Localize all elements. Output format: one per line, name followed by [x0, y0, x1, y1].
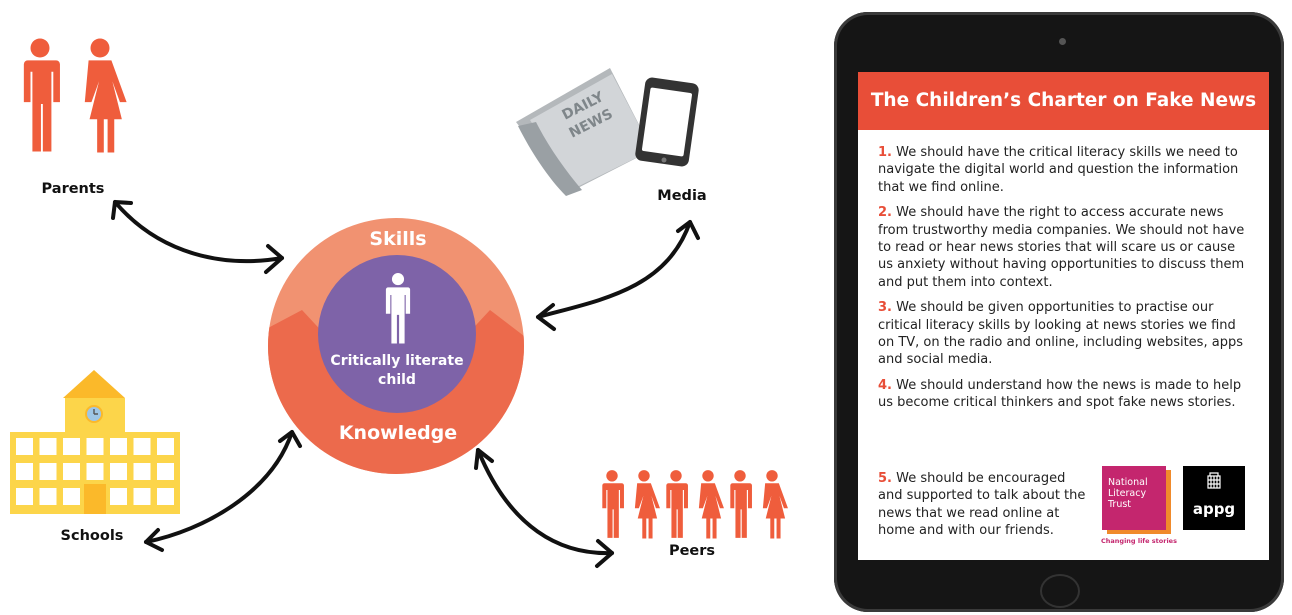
charter-diagram: DAILY NEWS: [10, 38, 788, 568]
child-label: Critically literate child: [330, 353, 464, 388]
school-window: [39, 463, 57, 480]
school-window: [133, 488, 151, 505]
appg-logo-text: appg: [1192, 500, 1236, 518]
school-window: [157, 463, 174, 480]
portcullis-icon: [1207, 472, 1221, 489]
school-window: [39, 438, 57, 455]
skills-label: Skills: [369, 228, 427, 250]
arrow-peers: [474, 448, 614, 568]
camera-icon: [1059, 38, 1066, 45]
schools-label: Schools: [61, 528, 124, 544]
school-window: [133, 438, 151, 455]
school-window: [86, 463, 104, 480]
school-window: [86, 438, 104, 455]
school-window: [63, 488, 80, 505]
peers-icon: [602, 470, 788, 539]
school-window: [16, 463, 33, 480]
parents-icon: [23, 38, 127, 153]
national-literacy-trust-logo: [1102, 466, 1166, 530]
peers-label: Peers: [669, 543, 715, 559]
school-window: [157, 438, 174, 455]
school-door: [84, 484, 106, 514]
charter-title: The Children’s Charter on Fake News: [858, 72, 1269, 130]
newspaper-icon: DAILY NEWS: [516, 68, 652, 196]
nlt-tagline: Changing life stories: [1101, 537, 1177, 545]
charter-list: 1. We should have the critical literacy …: [878, 144, 1248, 420]
school-window: [110, 488, 127, 505]
charter-item: 5. We should be encouraged and supported…: [878, 471, 1086, 539]
charter-item: 3. We should be given opportunities to p…: [878, 300, 1243, 368]
school-windows: [16, 438, 174, 505]
charter-item: 1. We should have the critical literacy …: [878, 145, 1239, 195]
nlt-logo-text: National Literacy Trust: [1108, 477, 1148, 510]
school-window: [110, 463, 127, 480]
school-window: [110, 438, 127, 455]
charter-item: 4. We should understand how the news is …: [878, 377, 1242, 411]
school-window: [63, 463, 80, 480]
home-button[interactable]: [1040, 574, 1080, 608]
knowledge-label: Knowledge: [338, 422, 458, 444]
media-label: Media: [657, 188, 706, 204]
parents-label: Parents: [42, 181, 105, 197]
child-icon: [385, 273, 411, 344]
school-window: [16, 438, 33, 455]
school-window: [16, 488, 33, 505]
school-window: [63, 438, 80, 455]
charter-item: 2. We should have the right to access ac…: [878, 205, 1245, 290]
school-window: [133, 463, 151, 480]
tablet-icon: [635, 77, 699, 167]
arrow-media: [536, 220, 700, 331]
arrow-parents: [111, 200, 284, 274]
school-window: [39, 488, 57, 505]
arrow-schools: [144, 430, 302, 552]
school-window: [157, 488, 174, 505]
